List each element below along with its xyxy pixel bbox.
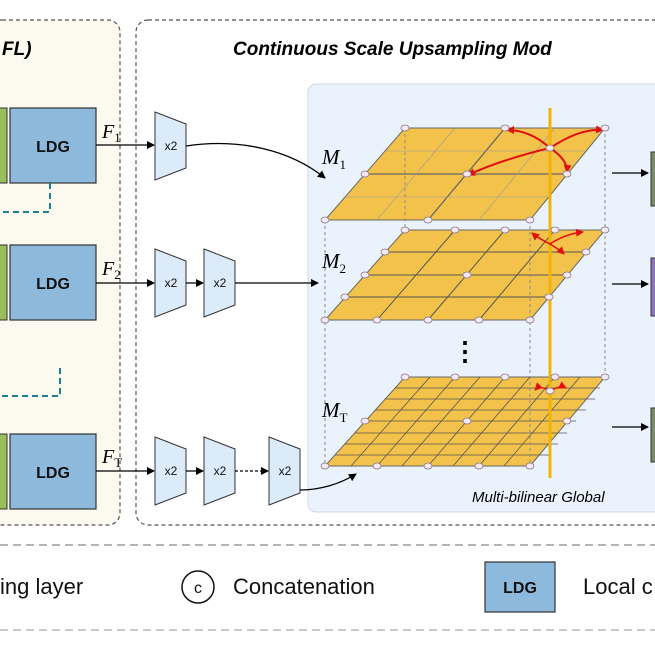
- upsample-block-3c: x2: [268, 436, 301, 506]
- plane-label-m1: M1: [321, 145, 346, 172]
- output-block-3: [650, 407, 655, 463]
- ldg-label-1: LDG: [36, 139, 70, 156]
- upsample-block-3a: x2: [154, 436, 187, 506]
- grid-nodes: [320, 124, 610, 470]
- ldg-block-2: LDG: [9, 244, 97, 321]
- svg-text:x2: x2: [165, 139, 178, 153]
- plane-label-m2: M2: [321, 249, 346, 276]
- ldg-block-1: LDG: [9, 107, 97, 184]
- output-block-1: [650, 151, 655, 207]
- legend-ldg-text: Local c: [583, 574, 653, 599]
- green-bar-1: [0, 107, 8, 184]
- main-panel-title: Continuous Scale Upsampling Mod: [233, 39, 552, 60]
- svg-text:x2: x2: [165, 464, 178, 478]
- ellipsis: ⋮: [452, 336, 478, 366]
- output-block-2: [650, 257, 655, 317]
- inner-caption: Multi-bilinear Global: [472, 489, 605, 506]
- legend-layer-text: ing layer: [0, 574, 83, 599]
- svg-text:x2: x2: [214, 464, 227, 478]
- left-panel-title: FL): [2, 39, 32, 60]
- svg-text:LDG: LDG: [503, 580, 537, 597]
- ldg-label-2: LDG: [36, 276, 70, 293]
- feature-label-1: F1: [101, 121, 121, 145]
- feature-label-3: FT: [101, 446, 122, 470]
- svg-text:x2: x2: [165, 276, 178, 290]
- red-arrows-m2: [531, 228, 584, 255]
- ldg-block-3: LDG: [9, 433, 97, 510]
- feature-label-2: F2: [101, 258, 121, 282]
- upsample-block-2a: x2: [154, 248, 187, 318]
- svg-text:c: c: [194, 580, 202, 597]
- legend-ldg-block: LDG: [484, 561, 556, 613]
- arrow-to-m1: [185, 142, 326, 179]
- ldg-label-3: LDG: [36, 465, 70, 482]
- svg-text:x2: x2: [214, 276, 227, 290]
- plane-label-mt: MT: [321, 398, 348, 425]
- green-bar-3: [0, 433, 8, 510]
- stack-dashed-edges: [324, 128, 606, 466]
- upsample-block-3b: x2: [203, 436, 236, 506]
- arrow-to-mt: [299, 473, 357, 491]
- upsample-block-2b: x2: [203, 248, 236, 318]
- green-bar-2: [0, 244, 8, 321]
- concat-icon: c: [181, 570, 215, 604]
- upsample-block-1a: x2: [154, 111, 187, 181]
- svg-text:x2: x2: [279, 464, 292, 478]
- legend-concat-text: Concatenation: [233, 574, 375, 599]
- skip-dashed-1: [0, 183, 51, 213]
